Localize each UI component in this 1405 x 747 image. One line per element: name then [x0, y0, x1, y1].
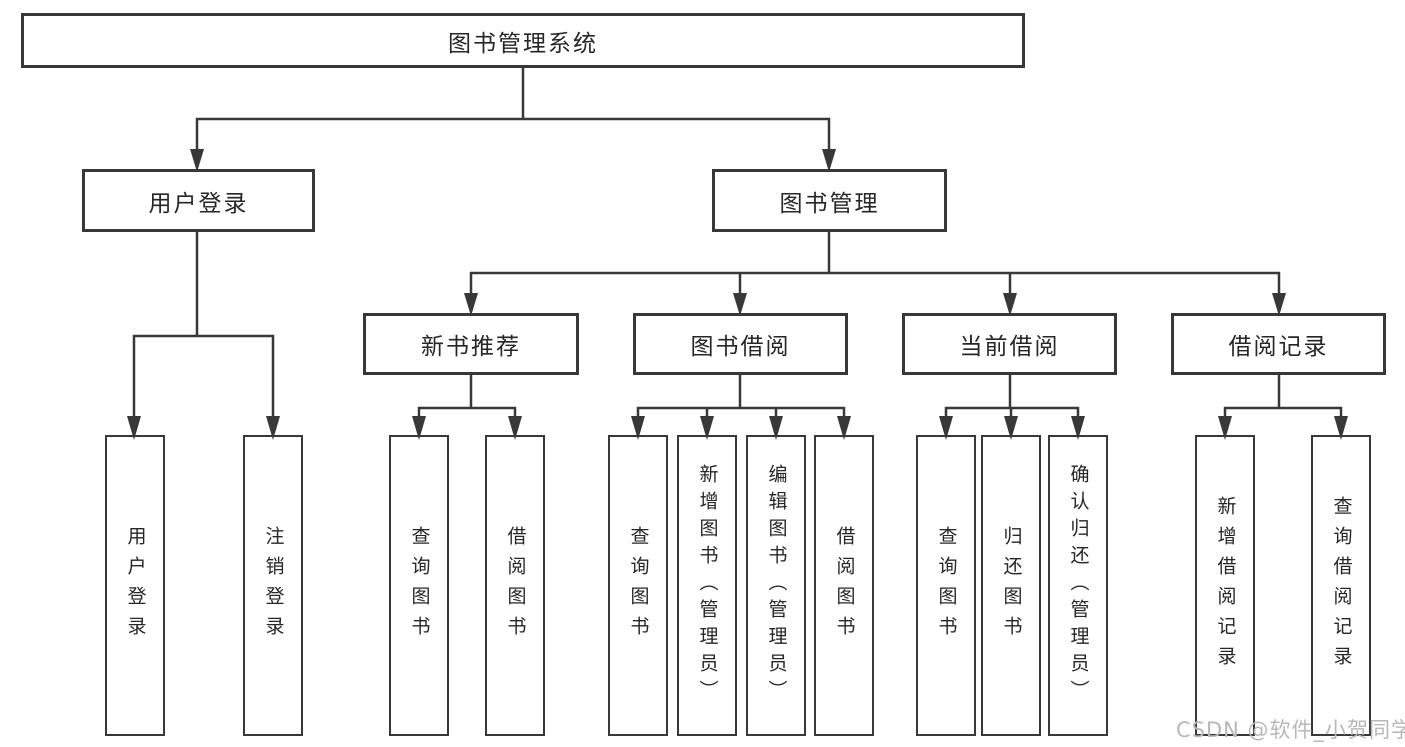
- leaf-logout-label: 注销登录: [262, 525, 285, 646]
- leaf-bb-edit-books-admin: 编辑图书（管理员）: [746, 435, 806, 736]
- node-root: 图书管理系统: [21, 13, 1025, 68]
- node-current-borrow: 当前借阅: [902, 313, 1117, 375]
- leaf-bb-add-books-admin-label: 新增图书（管理员）: [696, 464, 719, 707]
- leaf-cb-confirm-return-admin: 确认归还（管理员）: [1048, 435, 1108, 736]
- leaf-br-add-record: 新增借阅记录: [1195, 435, 1255, 736]
- leaf-bb-borrow-books: 借阅图书: [814, 435, 874, 736]
- node-book-management: 图书管理: [712, 169, 947, 232]
- leaf-cb-return-books: 归还图书: [981, 435, 1041, 736]
- leaf-nb-borrow-books-label: 借阅图书: [504, 525, 527, 646]
- leaf-logout: 注销登录: [243, 435, 303, 736]
- leaf-user-login: 用户登录: [105, 435, 165, 736]
- connector-user-login-to-leaves: [127, 232, 280, 440]
- node-root-label: 图书管理系统: [448, 30, 598, 57]
- connector-current-borrow-to-leaves: [939, 375, 1085, 440]
- watermark: CSDN @软件_小贺同学: [1176, 718, 1405, 742]
- node-new-book-recommend: 新书推荐: [363, 313, 579, 375]
- leaf-nb-query-books: 查询图书: [389, 435, 449, 736]
- connector-book-management-to-level3: [464, 232, 1286, 316]
- leaf-br-add-record-label: 新增借阅记录: [1214, 495, 1237, 676]
- connector-new-book-recommend-to-leaves: [412, 375, 522, 440]
- node-borrow-records: 借阅记录: [1171, 313, 1386, 375]
- connector-book-borrow-to-leaves: [631, 375, 851, 440]
- leaf-bb-edit-books-admin-label: 编辑图书（管理员）: [765, 464, 788, 707]
- node-book-management-label: 图书管理: [779, 190, 880, 217]
- node-new-book-recommend-label: 新书推荐: [421, 334, 521, 360]
- leaf-br-query-record: 查询借阅记录: [1311, 435, 1371, 736]
- leaf-br-query-record-label: 查询借阅记录: [1330, 495, 1353, 676]
- leaf-bb-query-books-label: 查询图书: [627, 525, 650, 646]
- leaf-nb-borrow-books: 借阅图书: [485, 435, 545, 736]
- node-user-login-label: 用户登录: [148, 190, 249, 217]
- node-user-login: 用户登录: [82, 169, 315, 232]
- node-book-borrow-label: 图书借阅: [690, 334, 791, 360]
- leaf-user-login-label: 用户登录: [124, 525, 147, 646]
- leaf-cb-return-books-label: 归还图书: [1000, 525, 1023, 646]
- leaf-cb-confirm-return-admin-label: 确认归还（管理员）: [1067, 464, 1090, 707]
- leaf-bb-query-books: 查询图书: [608, 435, 668, 736]
- connector-root-to-level2: [190, 68, 836, 172]
- leaf-nb-query-books-label: 查询图书: [408, 525, 431, 646]
- node-current-borrow-label: 当前借阅: [959, 334, 1060, 360]
- leaf-bb-borrow-books-label: 借阅图书: [833, 525, 856, 646]
- node-book-borrow: 图书借阅: [633, 313, 848, 375]
- node-borrow-records-label: 借阅记录: [1228, 334, 1329, 360]
- leaf-cb-query-books: 查询图书: [916, 435, 976, 736]
- leaf-bb-add-books-admin: 新增图书（管理员）: [677, 435, 737, 736]
- connector-borrow-records-to-leaves: [1218, 375, 1348, 440]
- leaf-cb-query-books-label: 查询图书: [935, 525, 958, 646]
